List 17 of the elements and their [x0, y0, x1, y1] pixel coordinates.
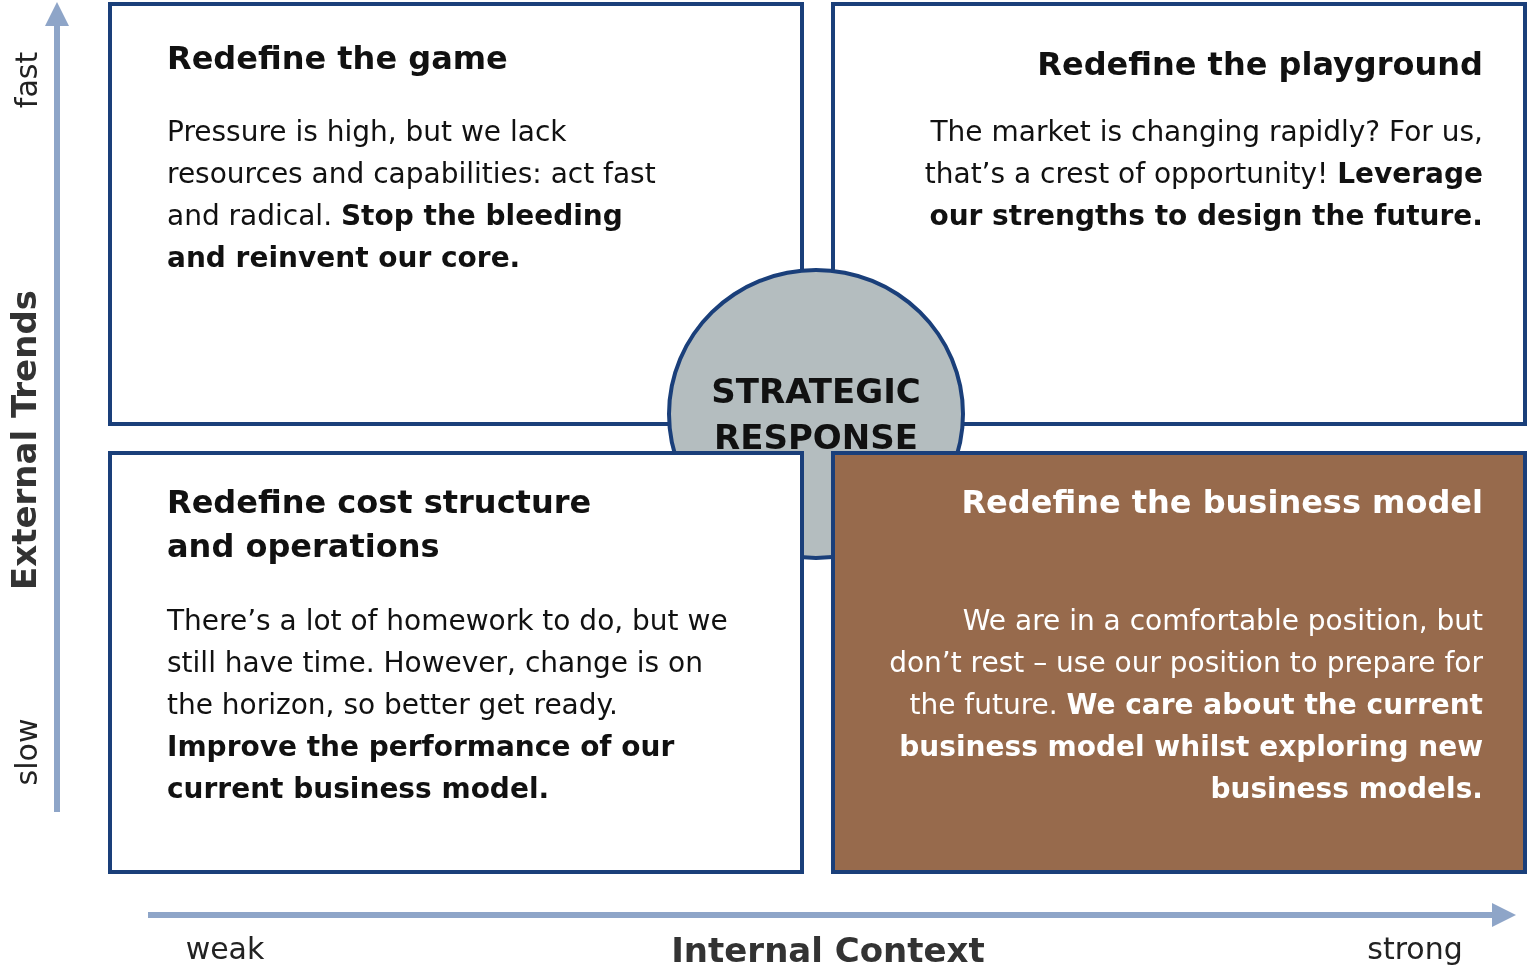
quadrant-panel	[831, 451, 1527, 874]
circle-label: STRATEGIC RESPONSE	[711, 370, 921, 459]
axis-tick-label: strong	[1367, 930, 1463, 966]
quadrant-description: We are in a comfortable position, but don’t rest – use our position to prepare for the future. We care about the current business model whilst exploring new business models.	[888, 603, 1483, 807]
axis-tick-label: weak	[185, 930, 265, 966]
quadrant-heading: Redefine the playground	[1036, 44, 1483, 85]
quadrant-description: The market is changing rapidly? For us, that’s a crest of opportunity! Leverage our strengths to design the future.	[923, 114, 1483, 234]
quadrant-heading: Redefine cost structure and operations	[167, 482, 593, 567]
quadrant-description: Pressure is high, but we lack resources and capabilities: act fast and radical. Stop the bleeding and reinvent our core.	[167, 114, 657, 276]
axis-tick-label: fast	[8, 51, 44, 109]
quadrant-heading: Redefine the game	[167, 38, 509, 79]
quadrant-heading: Redefine the business model	[960, 482, 1483, 523]
axis-tick-label: slow	[8, 718, 44, 786]
quadrant-panel	[108, 451, 804, 874]
axis-title: Internal Context	[671, 930, 985, 969]
axis-title: External Trends	[4, 290, 44, 590]
quadrant-description: There’s a lot of homework to do, but we still have time. However, change is on the horizon, so better get ready. Improve the performance of our current business model.	[167, 603, 729, 807]
